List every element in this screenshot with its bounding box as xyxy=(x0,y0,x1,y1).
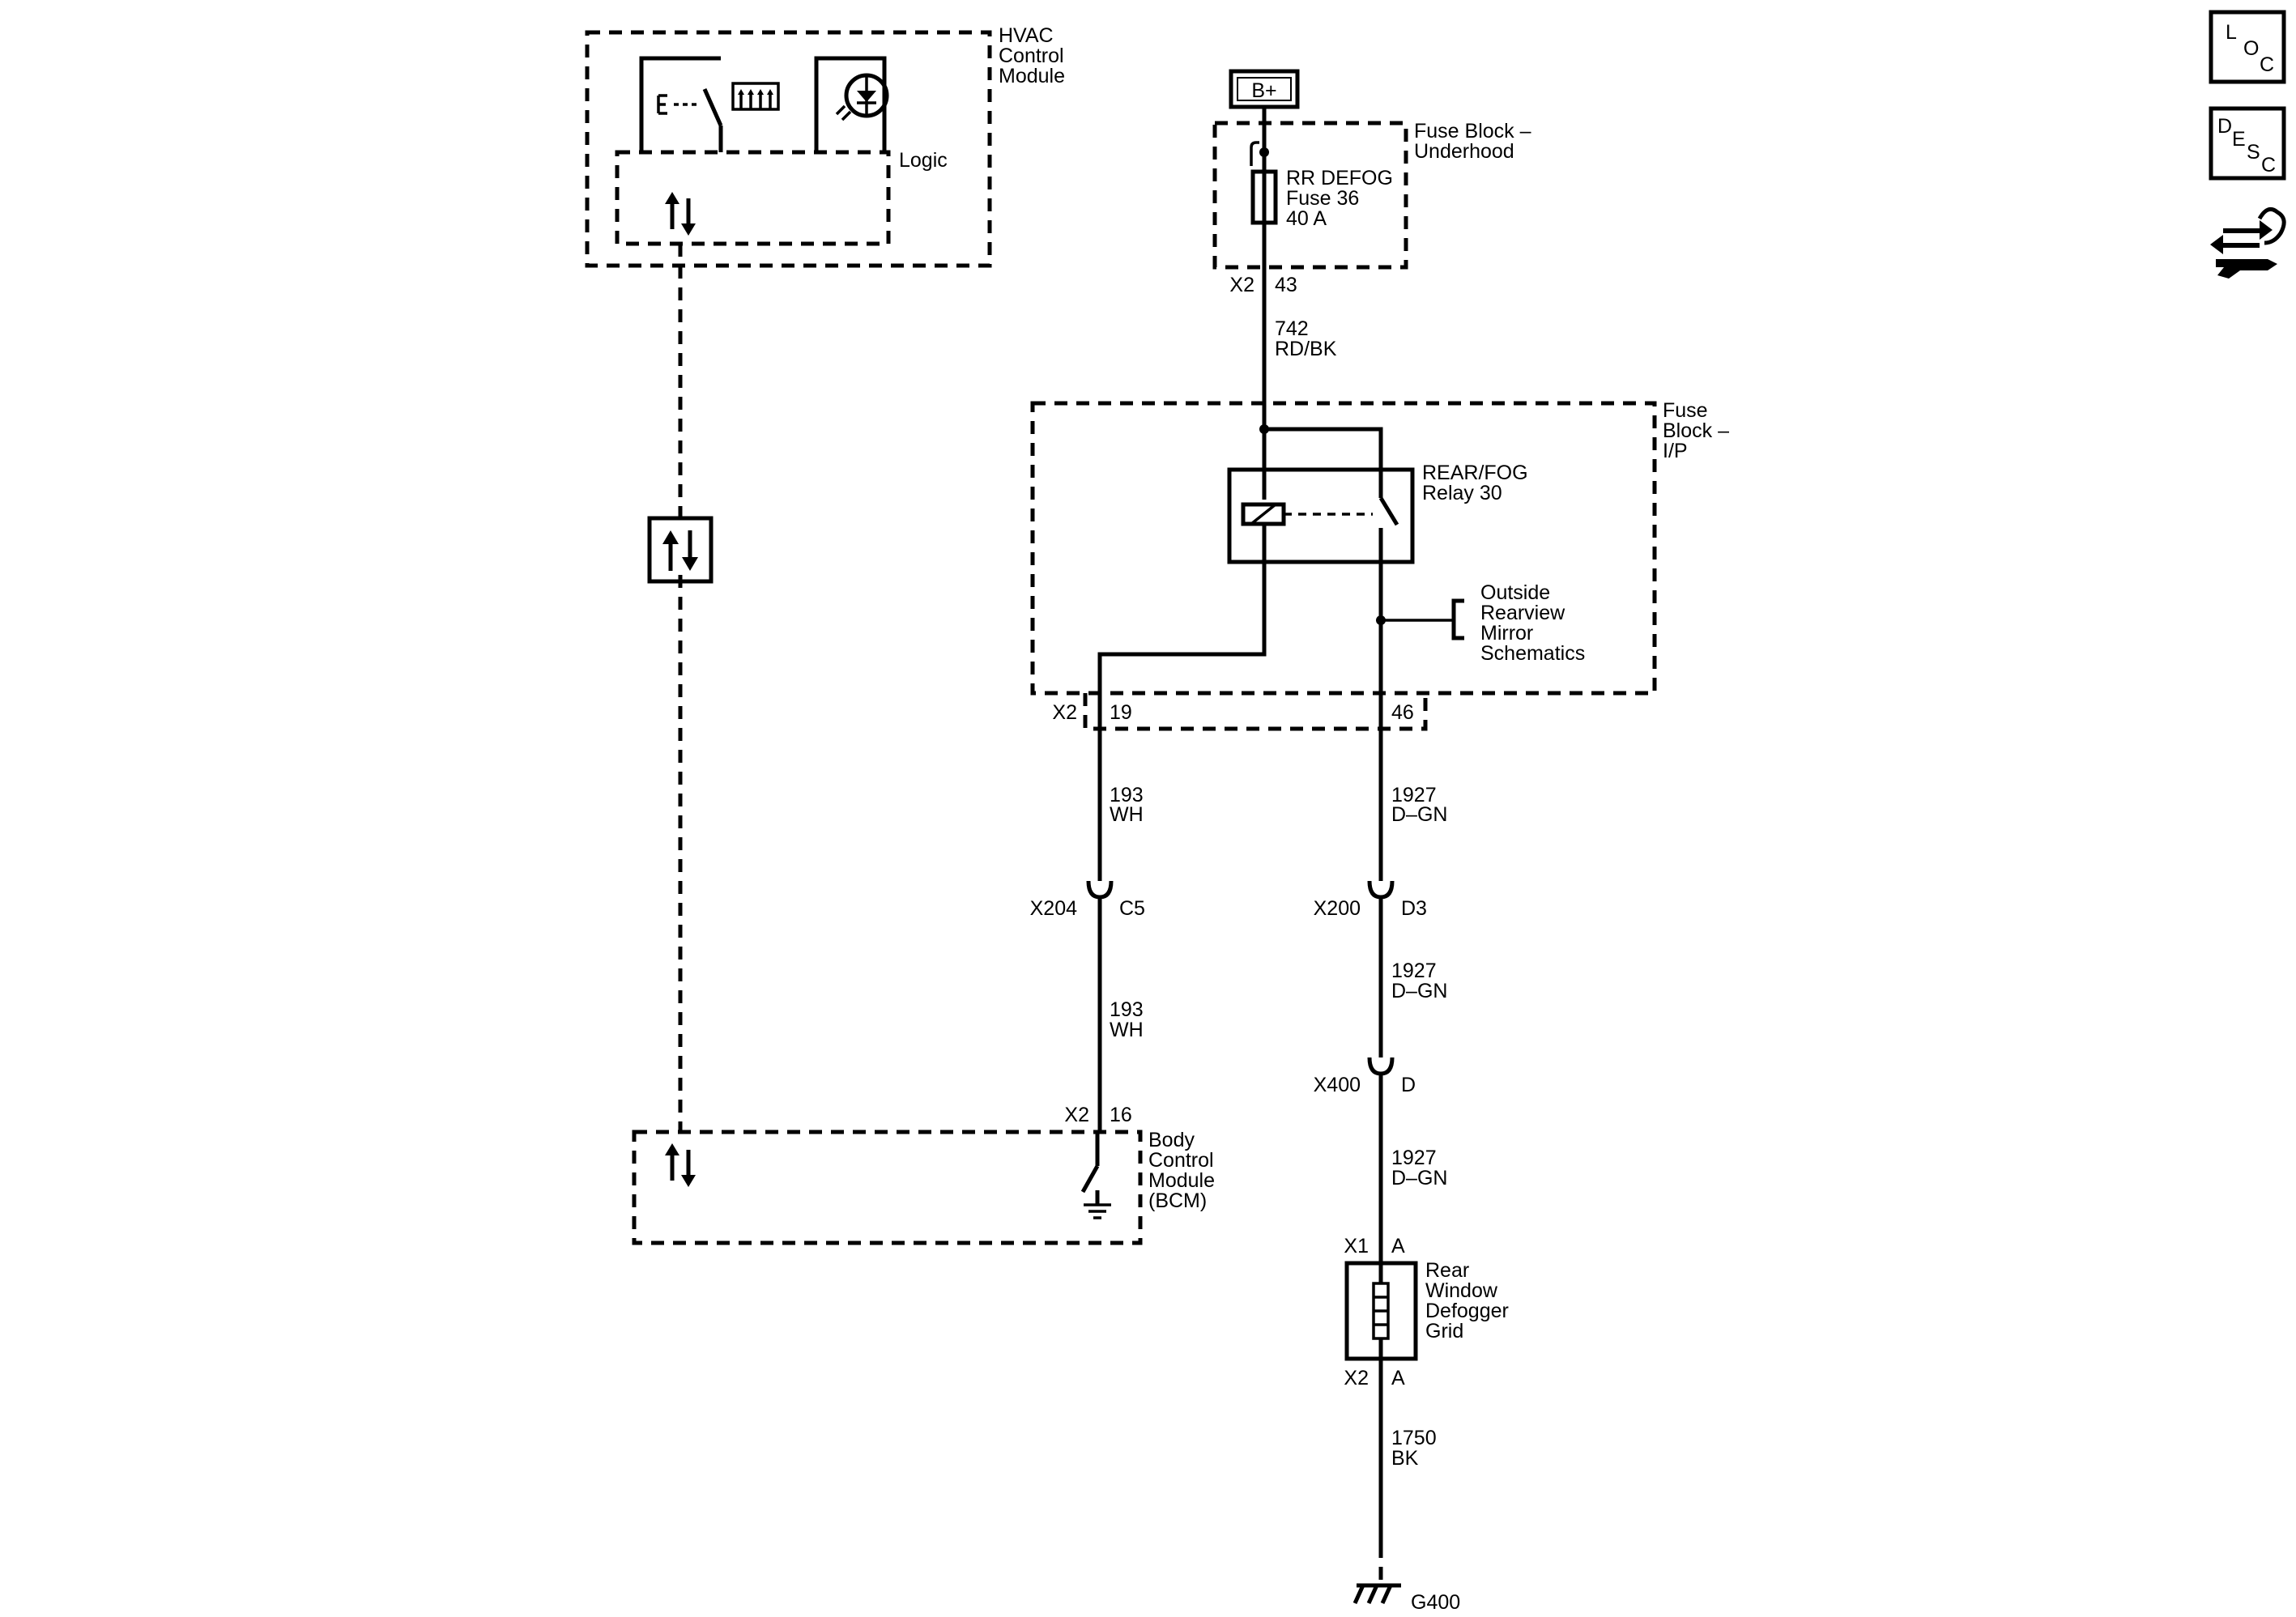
fuse-block-ip-label-2: Block – xyxy=(1663,419,1729,442)
desc-letter-e: E xyxy=(2232,128,2246,151)
fuse-label-2: Fuse 36 xyxy=(1286,187,1359,210)
x204-connector: X204 xyxy=(1030,897,1077,920)
bus-tap-icon xyxy=(1250,141,1259,166)
x200-pin: D3 xyxy=(1401,897,1427,920)
rear-defrost-switch-icon xyxy=(639,56,723,152)
grid-top-pin: A xyxy=(1391,1235,1405,1257)
bcm-label-1: Body xyxy=(1148,1129,1195,1151)
grid-label-2: Window xyxy=(1425,1279,1498,1302)
x200-connector: X200 xyxy=(1314,897,1361,920)
desc-letter-s: S xyxy=(2247,141,2260,164)
x204-connector-icon xyxy=(1086,880,1114,900)
wire-1750-color: BK xyxy=(1391,1447,1419,1470)
wire-193-circuit-1: 193 xyxy=(1110,784,1144,806)
fuse-label-1: RR DEFOG xyxy=(1286,167,1393,189)
rear-defrost-symbol-icon xyxy=(731,82,780,111)
hvac-module-label-3: Module xyxy=(999,65,1065,87)
x400-connector-icon xyxy=(1367,1057,1395,1076)
hvac-module-label-1: HVAC xyxy=(999,24,1054,47)
desc-icon[interactable]: D E S C xyxy=(2209,106,2286,181)
grid-label-1: Rear xyxy=(1425,1259,1469,1282)
fuse-block-connector: X2 xyxy=(1229,274,1254,296)
wire-742-circuit: 742 xyxy=(1275,317,1309,340)
grid-top-connector: X1 xyxy=(1344,1235,1369,1257)
fuse-block-ip-label-3: I/P xyxy=(1663,440,1688,462)
wire-193-color-1: WH xyxy=(1110,803,1144,826)
bcm-data-arrows-icon xyxy=(665,1143,696,1187)
bcm-label-3: Module xyxy=(1148,1169,1215,1192)
fuse-block-ip: Fuse Block – I/P REAR/FOG Relay 30 Outsi… xyxy=(1030,399,1729,731)
left-branch: 193 WH X204 C5 193 WH X2 16 xyxy=(1030,704,1145,1132)
mirror-ref-label-4: Schematics xyxy=(1480,642,1585,665)
loc-letter-o: O xyxy=(2243,37,2259,60)
x204-pin: C5 xyxy=(1119,897,1145,920)
right-branch: 1927 D–GN X200 D3 1927 D–GN X400 D 1927 … xyxy=(1314,704,1509,1614)
data-arrows-icon xyxy=(665,192,696,236)
loc-letter-l: L xyxy=(2226,21,2237,44)
wire-193-circuit-2: 193 xyxy=(1110,998,1144,1021)
wire-1927-color-3: D–GN xyxy=(1391,1167,1447,1189)
wire-1927-color-1: D–GN xyxy=(1391,803,1447,826)
loc-icon[interactable]: L O C xyxy=(2209,10,2286,84)
wire-193-color-2: WH xyxy=(1110,1019,1144,1041)
grid-label-4: Grid xyxy=(1425,1320,1463,1343)
ip-pin-19: 19 xyxy=(1110,701,1132,724)
loc-letter-c: C xyxy=(2260,53,2274,76)
battery-label: B+ xyxy=(1251,79,1276,102)
ip-pin-46: 46 xyxy=(1391,701,1414,724)
bcm-label-2: Control xyxy=(1148,1149,1214,1172)
hvac-module-label-2: Control xyxy=(999,45,1064,67)
desc-letter-c: C xyxy=(2261,154,2276,177)
desc-letter-d: D xyxy=(2217,115,2232,138)
x200-connector-icon xyxy=(1367,880,1395,900)
mirror-ref-label-3: Mirror xyxy=(1480,622,1533,645)
fuse-block-underhood: B+ Fuse Block – Underhood RR DEFOG Fuse … xyxy=(1212,69,1531,296)
fuse-block-underhood-label-2: Underhood xyxy=(1414,140,1514,163)
x400-pin: D xyxy=(1401,1074,1416,1096)
hvac-control-module: HVAC Control Module xyxy=(585,24,1065,268)
wire-1927-color-2: D–GN xyxy=(1391,980,1447,1002)
grid-bottom-connector: X2 xyxy=(1344,1367,1369,1389)
serial-data-line xyxy=(647,244,714,1132)
wire-742-color: RD/BK xyxy=(1275,338,1337,360)
relay-label-1: REAR/FOG xyxy=(1422,462,1528,484)
defogger-grid-icon xyxy=(1344,1261,1418,1361)
relay-label-2: Relay 30 xyxy=(1422,482,1502,504)
mirror-ref-label-1: Outside xyxy=(1480,581,1550,604)
relay-icon xyxy=(1227,467,1415,564)
wire-1927-circuit-2: 1927 xyxy=(1391,960,1437,982)
mirror-ref-label-2: Rearview xyxy=(1480,602,1565,624)
fuse-block-underhood-label-1: Fuse Block – xyxy=(1414,120,1531,143)
bcm-label-4: (BCM) xyxy=(1148,1189,1207,1212)
grid-bottom-pin: A xyxy=(1391,1367,1405,1389)
wire-1927-circuit-1: 1927 xyxy=(1391,784,1437,806)
fuse-block-pin: 43 xyxy=(1275,274,1297,296)
ip-connector: X2 xyxy=(1052,701,1077,724)
wire-1750-circuit: 1750 xyxy=(1391,1427,1437,1449)
grid-label-3: Defogger xyxy=(1425,1300,1509,1322)
wire-1927-circuit-3: 1927 xyxy=(1391,1147,1437,1169)
body-control-module: Body Control Module (BCM) xyxy=(632,1129,1215,1245)
bcm-low-side-driver-icon xyxy=(1080,1132,1111,1219)
logic-label: Logic xyxy=(899,149,948,172)
ground-label: G400 xyxy=(1411,1591,1460,1614)
serial-data-icon xyxy=(662,530,698,571)
fuse-label-3: 40 A xyxy=(1286,207,1327,230)
x400-connector: X400 xyxy=(1314,1074,1361,1096)
ground-icon xyxy=(1352,1583,1401,1605)
bcm-pin: 16 xyxy=(1110,1104,1132,1126)
connector-tool-icon[interactable] xyxy=(2210,206,2286,279)
fuse-block-ip-label-1: Fuse xyxy=(1663,399,1708,422)
bcm-connector: X2 xyxy=(1064,1104,1089,1126)
indicator-led-icon xyxy=(814,56,889,152)
